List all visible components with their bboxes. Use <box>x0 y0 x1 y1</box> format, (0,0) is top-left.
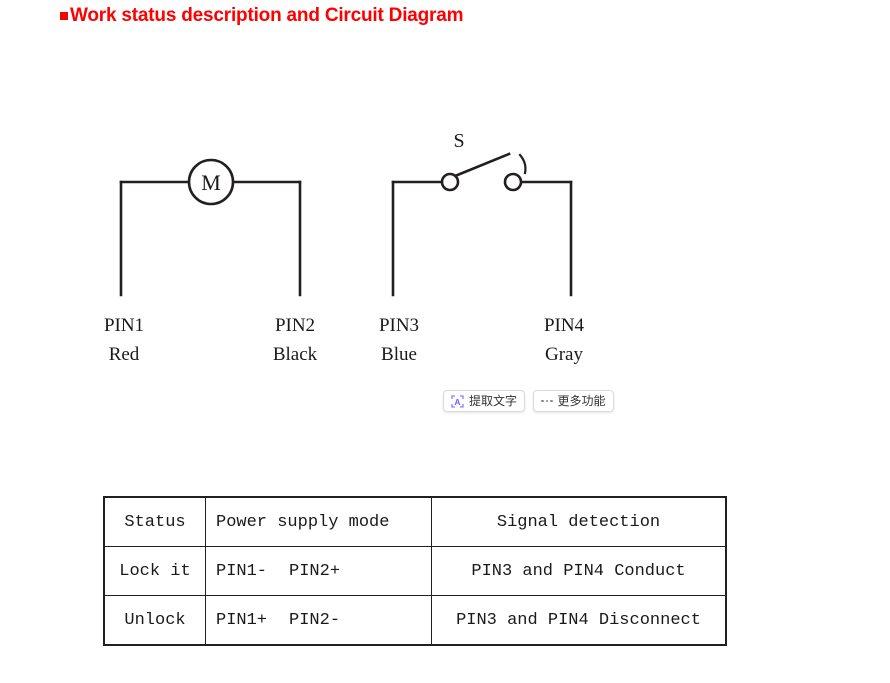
switch-contact-left <box>440 172 460 192</box>
header-power-supply-mode: Power supply mode <box>205 496 432 547</box>
motor-circle <box>187 158 235 206</box>
cell-power-unlock-pin1: PIN1+ <box>216 610 268 630</box>
header-signal-detection: Signal detection <box>431 496 727 547</box>
status-table: Status Power supply mode Signal detectio… <box>103 496 727 646</box>
cell-power-lock: PIN1- PIN2+ <box>205 546 432 596</box>
circuit-diagram: M S <box>0 110 700 310</box>
extract-text-button[interactable]: A 提取文字 <box>443 390 526 412</box>
ocr-toolbar: A 提取文字 更多功能 <box>443 390 614 412</box>
square-bullet-icon <box>60 12 68 20</box>
switch-label: S <box>453 130 464 152</box>
cell-status-unlock: Unlock <box>103 595 206 646</box>
header-status: Status <box>103 496 206 547</box>
cell-power-lock-pin2: PIN2+ <box>289 561 341 581</box>
extract-text-icon: A <box>451 394 464 408</box>
more-functions-button[interactable]: 更多功能 <box>533 390 614 412</box>
pin-label-group-1: PIN1 Red <box>64 312 184 370</box>
pin-name-1: PIN1 <box>103 315 145 336</box>
pin-name-3: PIN3 <box>378 315 420 336</box>
cell-power-unlock: PIN1+ PIN2- <box>205 595 432 646</box>
cell-status-lock: Lock it <box>103 546 206 596</box>
pin-name-2: PIN2 <box>274 315 316 336</box>
switch-arc <box>518 153 527 175</box>
more-dots-icon <box>541 399 553 403</box>
table-row: Unlock PIN1+ PIN2- PIN3 and PIN4 Disconne… <box>103 595 727 646</box>
extract-text-label: 提取文字 <box>469 394 518 408</box>
pin-label-group-2: PIN2 Black <box>235 312 355 370</box>
more-functions-label: 更多功能 <box>557 394 606 408</box>
page-title-text: Work status description and Circuit Diag… <box>70 5 464 26</box>
switch-blade <box>453 152 511 178</box>
table-header-row: Status Power supply mode Signal detectio… <box>103 496 727 547</box>
motor-label: M <box>201 170 221 195</box>
pin-label-group-4: PIN4 Gray <box>504 312 624 370</box>
pin-name-4: PIN4 <box>543 315 585 336</box>
pin-color-2: Black <box>272 344 318 365</box>
svg-text:A: A <box>454 397 460 407</box>
cell-power-lock-pin1: PIN1- <box>216 561 268 581</box>
pin-color-4: Gray <box>545 344 583 365</box>
cell-signal-unlock: PIN3 and PIN4 Disconnect <box>431 595 727 646</box>
page-title: Work status description and Circuit Diag… <box>60 5 463 27</box>
cell-power-unlock-pin2: PIN2- <box>289 610 341 630</box>
table-row: Lock it PIN1- PIN2+ PIN3 and PIN4 Conduct <box>103 546 727 596</box>
pin-color-3: Blue <box>381 344 417 365</box>
switch-contact-right <box>503 172 523 192</box>
pin-color-1: Red <box>108 344 140 365</box>
pin-label-group-3: PIN3 Blue <box>339 312 459 370</box>
cell-signal-lock: PIN3 and PIN4 Conduct <box>431 546 727 596</box>
